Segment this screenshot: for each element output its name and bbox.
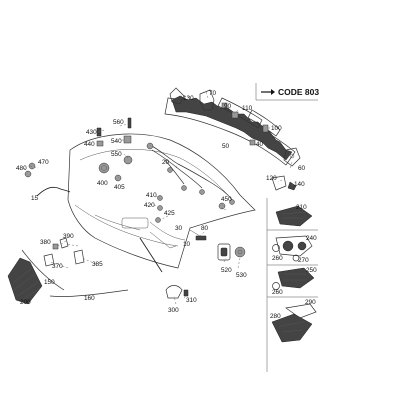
- sensor-wiring-harness: [146, 142, 235, 205]
- callout-240: 240: [306, 235, 317, 242]
- callout-370: 370: [52, 263, 63, 270]
- callout-300: 300: [168, 307, 179, 314]
- callout-550: 550: [111, 151, 122, 158]
- lower-grille-200: [7, 257, 43, 305]
- callout-260: 260: [272, 255, 283, 262]
- code-803-box: CODE 803: [255, 83, 319, 101]
- sensor-480: [24, 170, 32, 178]
- bracket-120: [271, 175, 287, 191]
- callout-385: 385: [92, 261, 103, 268]
- callout-40: 40: [256, 141, 264, 148]
- callout-390: 390: [63, 233, 74, 240]
- bracket-370: [43, 253, 55, 267]
- callout-450: 450: [221, 196, 232, 203]
- clip-440: [96, 140, 104, 147]
- callout-250: 250: [306, 267, 317, 274]
- callout-15: 15: [31, 195, 39, 202]
- callout-110: 110: [242, 105, 253, 112]
- callout-410: 410: [146, 192, 157, 199]
- callout-50: 50: [222, 143, 230, 150]
- callout-260b: 260: [272, 289, 283, 296]
- trim-strip-160: [49, 289, 129, 297]
- callout-160: 160: [84, 295, 95, 302]
- callout-210: 210: [296, 204, 307, 211]
- callout-70: 70: [209, 90, 217, 97]
- clip-40: [249, 139, 256, 146]
- bracket-130: [169, 87, 185, 105]
- callout-20: 20: [162, 159, 170, 166]
- callout-280: 280: [270, 313, 281, 320]
- clip-90: [221, 102, 228, 109]
- camera-520: [217, 243, 231, 261]
- fog-lamp-cover-210: [275, 205, 313, 227]
- leader-lines: [23, 91, 293, 305]
- sensor-470: [28, 162, 36, 170]
- right-detail-column: [266, 198, 318, 372]
- callout-290: 290: [305, 299, 316, 306]
- callout-270: 270: [298, 257, 309, 264]
- bracket-385: [73, 249, 85, 265]
- ring-270: [292, 254, 300, 262]
- callout-480: 480: [16, 165, 27, 172]
- callout-30: 30: [175, 225, 183, 232]
- grille-280: [271, 313, 313, 343]
- callout-310: 310: [186, 297, 197, 304]
- ring-260b: [272, 282, 280, 290]
- screw-560: [127, 117, 132, 129]
- bracket-390: [59, 237, 69, 249]
- callout-90: 90: [224, 103, 232, 110]
- callout-80: 80: [201, 225, 209, 232]
- right-arrow-icon: [261, 89, 275, 95]
- sensor-450: [218, 202, 226, 210]
- callout-150: 150: [44, 279, 55, 286]
- leader-15: [36, 186, 71, 197]
- callout-400: 400: [97, 180, 108, 187]
- bracket-60: [283, 147, 301, 167]
- sensor-400: [98, 162, 110, 174]
- callout-440: 440: [84, 141, 95, 148]
- callout-520: 520: [221, 267, 232, 274]
- callout-380: 380: [40, 239, 51, 246]
- ring-260: [272, 244, 280, 252]
- bracket-70: [199, 89, 215, 111]
- grille-insert-250: [277, 267, 315, 289]
- callout-10: 10: [183, 241, 191, 248]
- callout-60: 60: [298, 165, 306, 172]
- clip-310: [183, 289, 189, 297]
- screw-430: [96, 127, 102, 137]
- callout-540: 540: [111, 138, 122, 145]
- tow-hook-cover-300: [165, 285, 183, 299]
- callout-425: 425: [164, 210, 175, 217]
- clip-110: [231, 111, 239, 119]
- sensor-420: [157, 205, 163, 211]
- bracket-80: [189, 229, 207, 241]
- callout-560: 560: [113, 119, 124, 126]
- clip-380: [52, 243, 59, 250]
- callout-405: 405: [114, 184, 125, 191]
- callout-120: 120: [266, 175, 277, 182]
- callout-100: 100: [271, 125, 282, 132]
- callout-470: 470: [38, 159, 49, 166]
- sensor-405: [114, 174, 122, 182]
- trim-strip-150: [21, 249, 65, 291]
- callout-420: 420: [144, 202, 155, 209]
- code-803-text: CODE 803: [278, 87, 319, 97]
- clip-100: [262, 124, 269, 133]
- callout-200: 200: [20, 299, 31, 306]
- sensor-425: [155, 217, 161, 223]
- callout-130: 130: [183, 95, 194, 102]
- leader-bumper-right: [139, 237, 163, 273]
- sensor-bracket-540: [123, 135, 132, 144]
- sensor-bracket-550: [123, 155, 133, 165]
- callout-140: 140: [294, 181, 305, 188]
- fog-lamp-grille-240: [275, 235, 313, 257]
- washer-530: [234, 246, 246, 258]
- callout-labels: 130 70 110 90 100 40 50 60 120 140 560 4…: [16, 90, 317, 320]
- front-bumper-cover: [67, 133, 256, 269]
- callout-430: 430: [86, 129, 97, 136]
- callout-530: 530: [236, 272, 247, 279]
